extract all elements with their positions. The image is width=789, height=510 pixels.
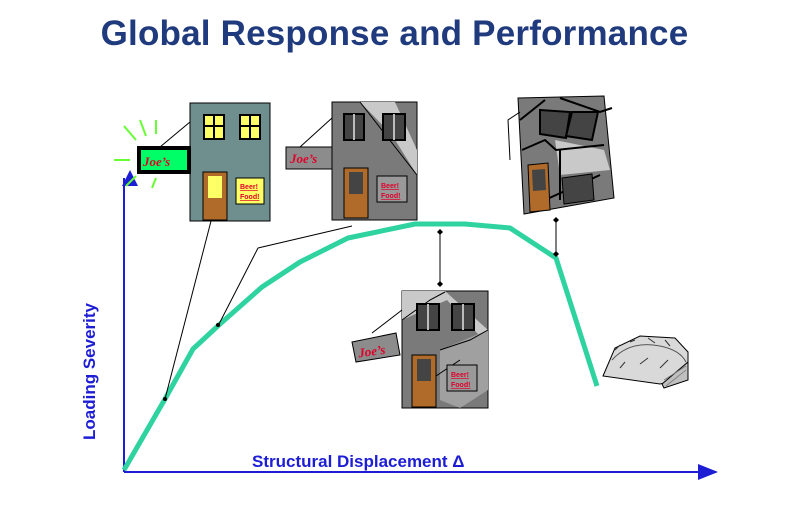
page-title: Global Response and Performance: [100, 14, 689, 53]
curve-point: [216, 323, 220, 327]
curve-point: [163, 397, 167, 401]
shop-sign-text: Joe’s: [289, 151, 317, 166]
window-sign-line2: Food!: [451, 382, 470, 389]
window-sign-line2: Food!: [240, 194, 259, 201]
leader-line-damaged: [217, 247, 259, 327]
x-axis-label: Structural Displacement Δ: [252, 452, 465, 471]
window-sign-line2: Food!: [381, 193, 400, 200]
window-sign-line1: Beer!: [381, 183, 399, 190]
window-sign-line1: Beer!: [451, 372, 469, 379]
damaged-building-icon: [285, 101, 418, 221]
leader-line-damaged-2: [257, 225, 353, 249]
window-sign-line1: Beer!: [240, 184, 258, 191]
cracked-building-icon: [351, 290, 489, 409]
severely-damaged-building-icon: [507, 95, 615, 215]
response-curve: [121, 221, 600, 472]
glow-rays: [114, 119, 157, 189]
shop-sign-text: Joe’s: [142, 154, 170, 169]
y-axis-label: Loading Severity: [80, 302, 99, 440]
intact-building-icon: [114, 102, 271, 222]
leader-line-intact: [164, 193, 219, 400]
rubble-collapse-icon: [602, 335, 689, 389]
shop-sign-text: Joe’s: [356, 342, 386, 361]
